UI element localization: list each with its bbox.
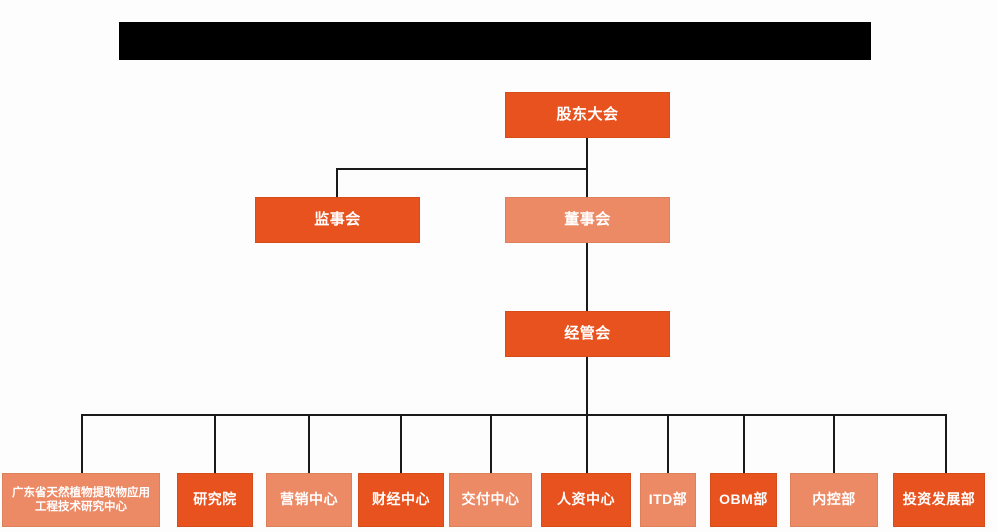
- edge-department-bus: [81, 414, 947, 416]
- node-finance-center[interactable]: 财经中心: [358, 473, 444, 527]
- redacted-title-bar: [119, 22, 871, 60]
- node-label: 交付中心: [461, 491, 520, 508]
- node-hr-center[interactable]: 人资中心: [541, 473, 631, 527]
- node-label: 监事会: [314, 210, 361, 228]
- node-label: 经管会: [564, 324, 611, 342]
- edge-to-itd-dept: [667, 414, 669, 473]
- node-label: 人资中心: [557, 491, 615, 508]
- edge-to-obm-dept: [743, 414, 745, 473]
- edge-shareholders-stem: [586, 138, 588, 168]
- node-label: 财经中心: [372, 491, 430, 508]
- node-management-committee[interactable]: 经管会: [505, 311, 670, 357]
- node-label: ITD部: [648, 491, 688, 508]
- node-board-of-directors[interactable]: 董事会: [505, 197, 670, 243]
- edge-directors-to-management: [586, 243, 588, 311]
- edge-to-research-institute: [214, 414, 216, 473]
- edge-to-finance-center: [400, 414, 402, 473]
- edge-to-delivery-center: [490, 414, 492, 473]
- edge-to-directors: [586, 168, 588, 197]
- edge-management-stem: [586, 357, 588, 414]
- node-guangdong-engineering-research-center[interactable]: 广东省天然植物提取物应用工程技术研究中心: [2, 473, 160, 527]
- node-label: 股东大会: [556, 105, 619, 123]
- node-label: 研究院: [193, 491, 237, 508]
- node-marketing-center[interactable]: 营销中心: [266, 473, 352, 527]
- node-investment-development-department[interactable]: 投资发展部: [893, 473, 985, 527]
- node-label: 投资发展部: [902, 491, 976, 508]
- node-delivery-center[interactable]: 交付中心: [449, 473, 532, 527]
- edge-to-internal-control-dept: [833, 414, 835, 473]
- edge-shareholders-bus: [336, 168, 588, 170]
- edge-to-hr-center: [586, 414, 588, 473]
- node-label: 营销中心: [280, 491, 338, 508]
- node-shareholders-meeting[interactable]: 股东大会: [505, 92, 670, 138]
- edge-to-supervisors: [336, 168, 338, 197]
- node-internal-control-department[interactable]: 内控部: [790, 473, 878, 527]
- node-research-institute[interactable]: 研究院: [177, 473, 253, 527]
- node-obm-department[interactable]: OBM部: [710, 473, 777, 527]
- edge-to-investment-dev-dept: [945, 414, 947, 473]
- edge-to-eng-center: [81, 414, 83, 473]
- node-label: 董事会: [564, 210, 611, 228]
- node-label: OBM部: [719, 491, 768, 508]
- edge-to-marketing-center: [308, 414, 310, 473]
- node-label: 内控部: [812, 491, 856, 508]
- node-board-of-supervisors[interactable]: 监事会: [255, 197, 420, 243]
- node-label: 广东省天然植物提取物应用工程技术研究中心: [12, 486, 150, 513]
- node-itd-department[interactable]: ITD部: [640, 473, 696, 527]
